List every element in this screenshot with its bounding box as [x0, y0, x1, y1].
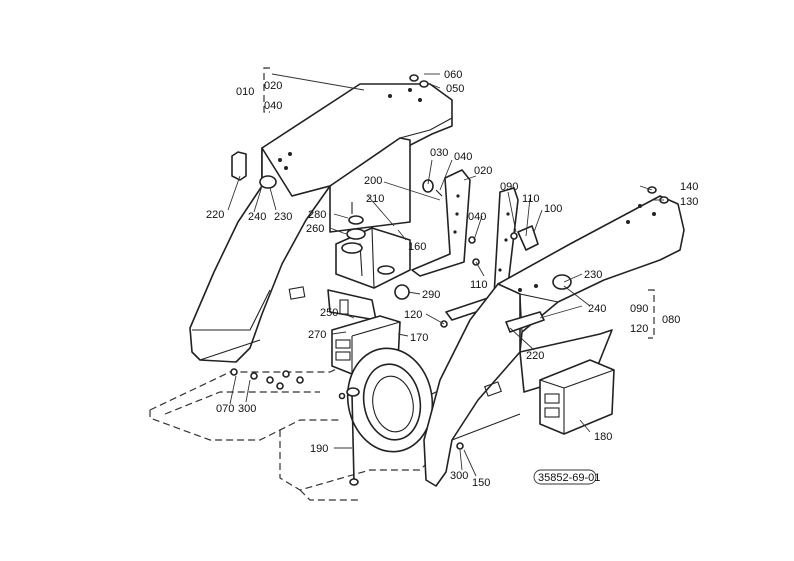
label-060: 060 [444, 69, 462, 81]
label-040: 040 [468, 211, 486, 223]
label-250: 250 [320, 307, 338, 319]
label-270: 270 [308, 329, 326, 341]
hardware [230, 74, 669, 450]
label-110: 110 [470, 279, 488, 291]
label-020: 020 [474, 165, 492, 177]
label-280: 280 [308, 209, 326, 221]
label-160: 160 [408, 241, 426, 253]
label-260: 260 [306, 223, 324, 235]
label-220: 220 [526, 350, 544, 362]
label-230: 230 [274, 211, 292, 223]
drawing-code-box: 35852-69-01 [533, 469, 600, 485]
bracket-box [327, 202, 411, 321]
label-210: 210 [366, 193, 384, 205]
leader-lines [227, 73, 664, 477]
label-190: 190 [310, 443, 328, 455]
group-brackets [263, 67, 655, 339]
tool-box-right [539, 359, 615, 435]
label-090: 090 [500, 181, 518, 193]
label-130: 130 [680, 196, 698, 208]
label-170: 170 [410, 332, 428, 344]
label-200: 200 [364, 175, 382, 187]
label-240: 240 [248, 211, 266, 223]
label-070: 070 [216, 403, 234, 415]
label-120: 120 [630, 323, 648, 335]
drawing-code: 35852-69-01 [538, 472, 600, 484]
rear-wheel-hub [346, 347, 434, 453]
label-120: 120 [404, 309, 422, 321]
label-300: 300 [450, 470, 468, 482]
label-290: 290 [422, 289, 440, 301]
label-090: 090 [630, 303, 648, 315]
part-labels: 010 020 040 060 050 030 040 020 200 210 … [206, 69, 698, 489]
label-040: 040 [264, 100, 282, 112]
label-240: 240 [588, 303, 606, 315]
label-300: 300 [238, 403, 256, 415]
label-220: 220 [206, 209, 224, 221]
label-080: 080 [662, 314, 680, 326]
label-140: 140 [680, 181, 698, 193]
label-150: 150 [472, 477, 490, 489]
label-050: 050 [446, 83, 464, 95]
label-020: 020 [264, 80, 282, 92]
left-fender [189, 83, 453, 363]
label-010: 010 [236, 86, 254, 98]
rod-190 [346, 387, 360, 486]
right-fender [423, 195, 685, 487]
label-230: 230 [584, 269, 602, 281]
label-030: 030 [430, 147, 448, 159]
label-180: 180 [594, 431, 612, 443]
label-110: 110 [522, 193, 540, 205]
label-040: 040 [454, 151, 472, 163]
label-100: 100 [544, 203, 562, 215]
